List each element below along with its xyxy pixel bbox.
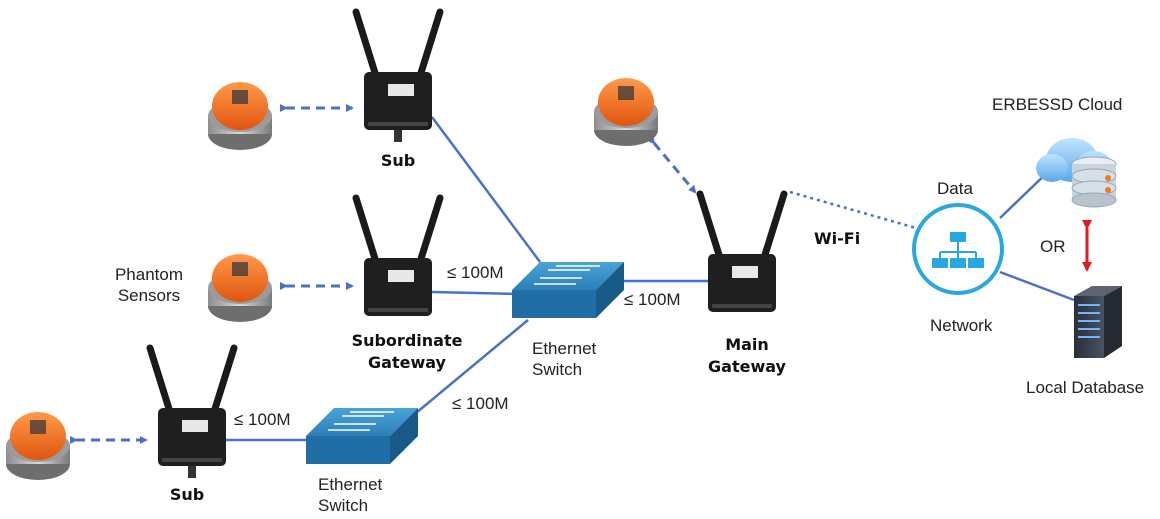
- sensor-bottom: [6, 412, 70, 480]
- label-sub-bottom: Sub: [169, 485, 205, 504]
- link-subgw-to-switch: [431, 290, 521, 296]
- wifi-link: [789, 190, 917, 230]
- local-database-server-icon: [1074, 286, 1122, 358]
- cloud-database-icon: [1036, 138, 1117, 208]
- network-icon: [912, 203, 1004, 295]
- label-ethernet-switch-bottom: Ethernet Switch: [318, 475, 383, 515]
- gateway-device-sub-top: [352, 8, 444, 142]
- gateway-device-main: [696, 190, 788, 312]
- sensor-middle: [208, 254, 272, 322]
- label-subordinate-gateway: Subordinate Gateway: [351, 331, 463, 372]
- label-ethernet-switch-center: Ethernet Switch: [532, 339, 597, 379]
- label-wifi: Wi-Fi: [814, 229, 861, 248]
- label-or: OR: [1040, 237, 1066, 256]
- label-local-database: Local Database: [1026, 378, 1145, 397]
- label-network: Network: [930, 316, 993, 335]
- label-data: Data: [937, 179, 973, 198]
- ethernet-switch-center: [512, 262, 624, 318]
- link-top-sub-to-switch: [430, 116, 542, 263]
- sensor-top: [208, 82, 272, 150]
- gateway-device-sub-bottom: [146, 344, 238, 478]
- wireless-sensor-links: [70, 104, 697, 444]
- label-link-switch-main: ≤ 100M: [624, 290, 681, 309]
- label-link-sub-gw: ≤ 100M: [447, 263, 504, 282]
- label-link-bottom: ≤ 100M: [234, 410, 291, 429]
- label-sub-top: Sub: [380, 151, 416, 170]
- link-network-to-db: [999, 270, 1075, 302]
- label-phantom-sensors: Phantom Sensors: [114, 265, 184, 305]
- sensor-link-main: [647, 135, 697, 194]
- label-link-switch-switch: ≤ 100M: [452, 394, 509, 413]
- sensor-main: [594, 78, 658, 146]
- gateway-device-subordinate: [352, 194, 444, 316]
- ethernet-links: [226, 116, 1075, 442]
- link-switch-to-switch: [409, 319, 529, 419]
- ethernet-switch-bottom: [306, 408, 418, 464]
- label-main-gateway: Main Gateway: [708, 335, 786, 376]
- label-cloud: ERBESSD Cloud: [992, 95, 1123, 114]
